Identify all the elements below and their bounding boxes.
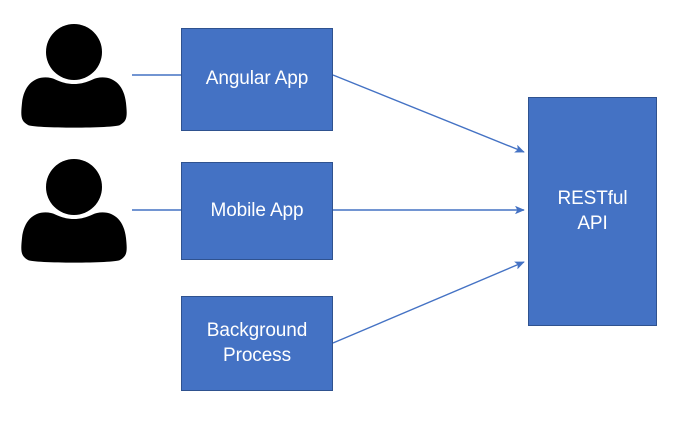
node-restful-api-label: RESTful API (557, 188, 628, 234)
node-angular-app-label: Angular App (205, 68, 309, 90)
node-background-process[interactable]: Background Process (181, 296, 333, 391)
user-person-icon-angular (18, 21, 130, 129)
node-mobile-app-label: Mobile App (210, 199, 304, 221)
node-mobile-app[interactable]: Mobile App (181, 162, 333, 260)
node-restful-api[interactable]: RESTful API (528, 97, 657, 326)
person-glyph (21, 159, 127, 263)
node-angular-app[interactable]: Angular App (181, 28, 333, 131)
node-background-process-label: Background Process (206, 320, 308, 366)
arrow-angular-app-to-restful-api (332, 74, 525, 153)
arrow-background-process-to-restful-api (332, 261, 525, 344)
person-glyph (21, 24, 127, 128)
user-person-icon-mobile (18, 156, 130, 264)
